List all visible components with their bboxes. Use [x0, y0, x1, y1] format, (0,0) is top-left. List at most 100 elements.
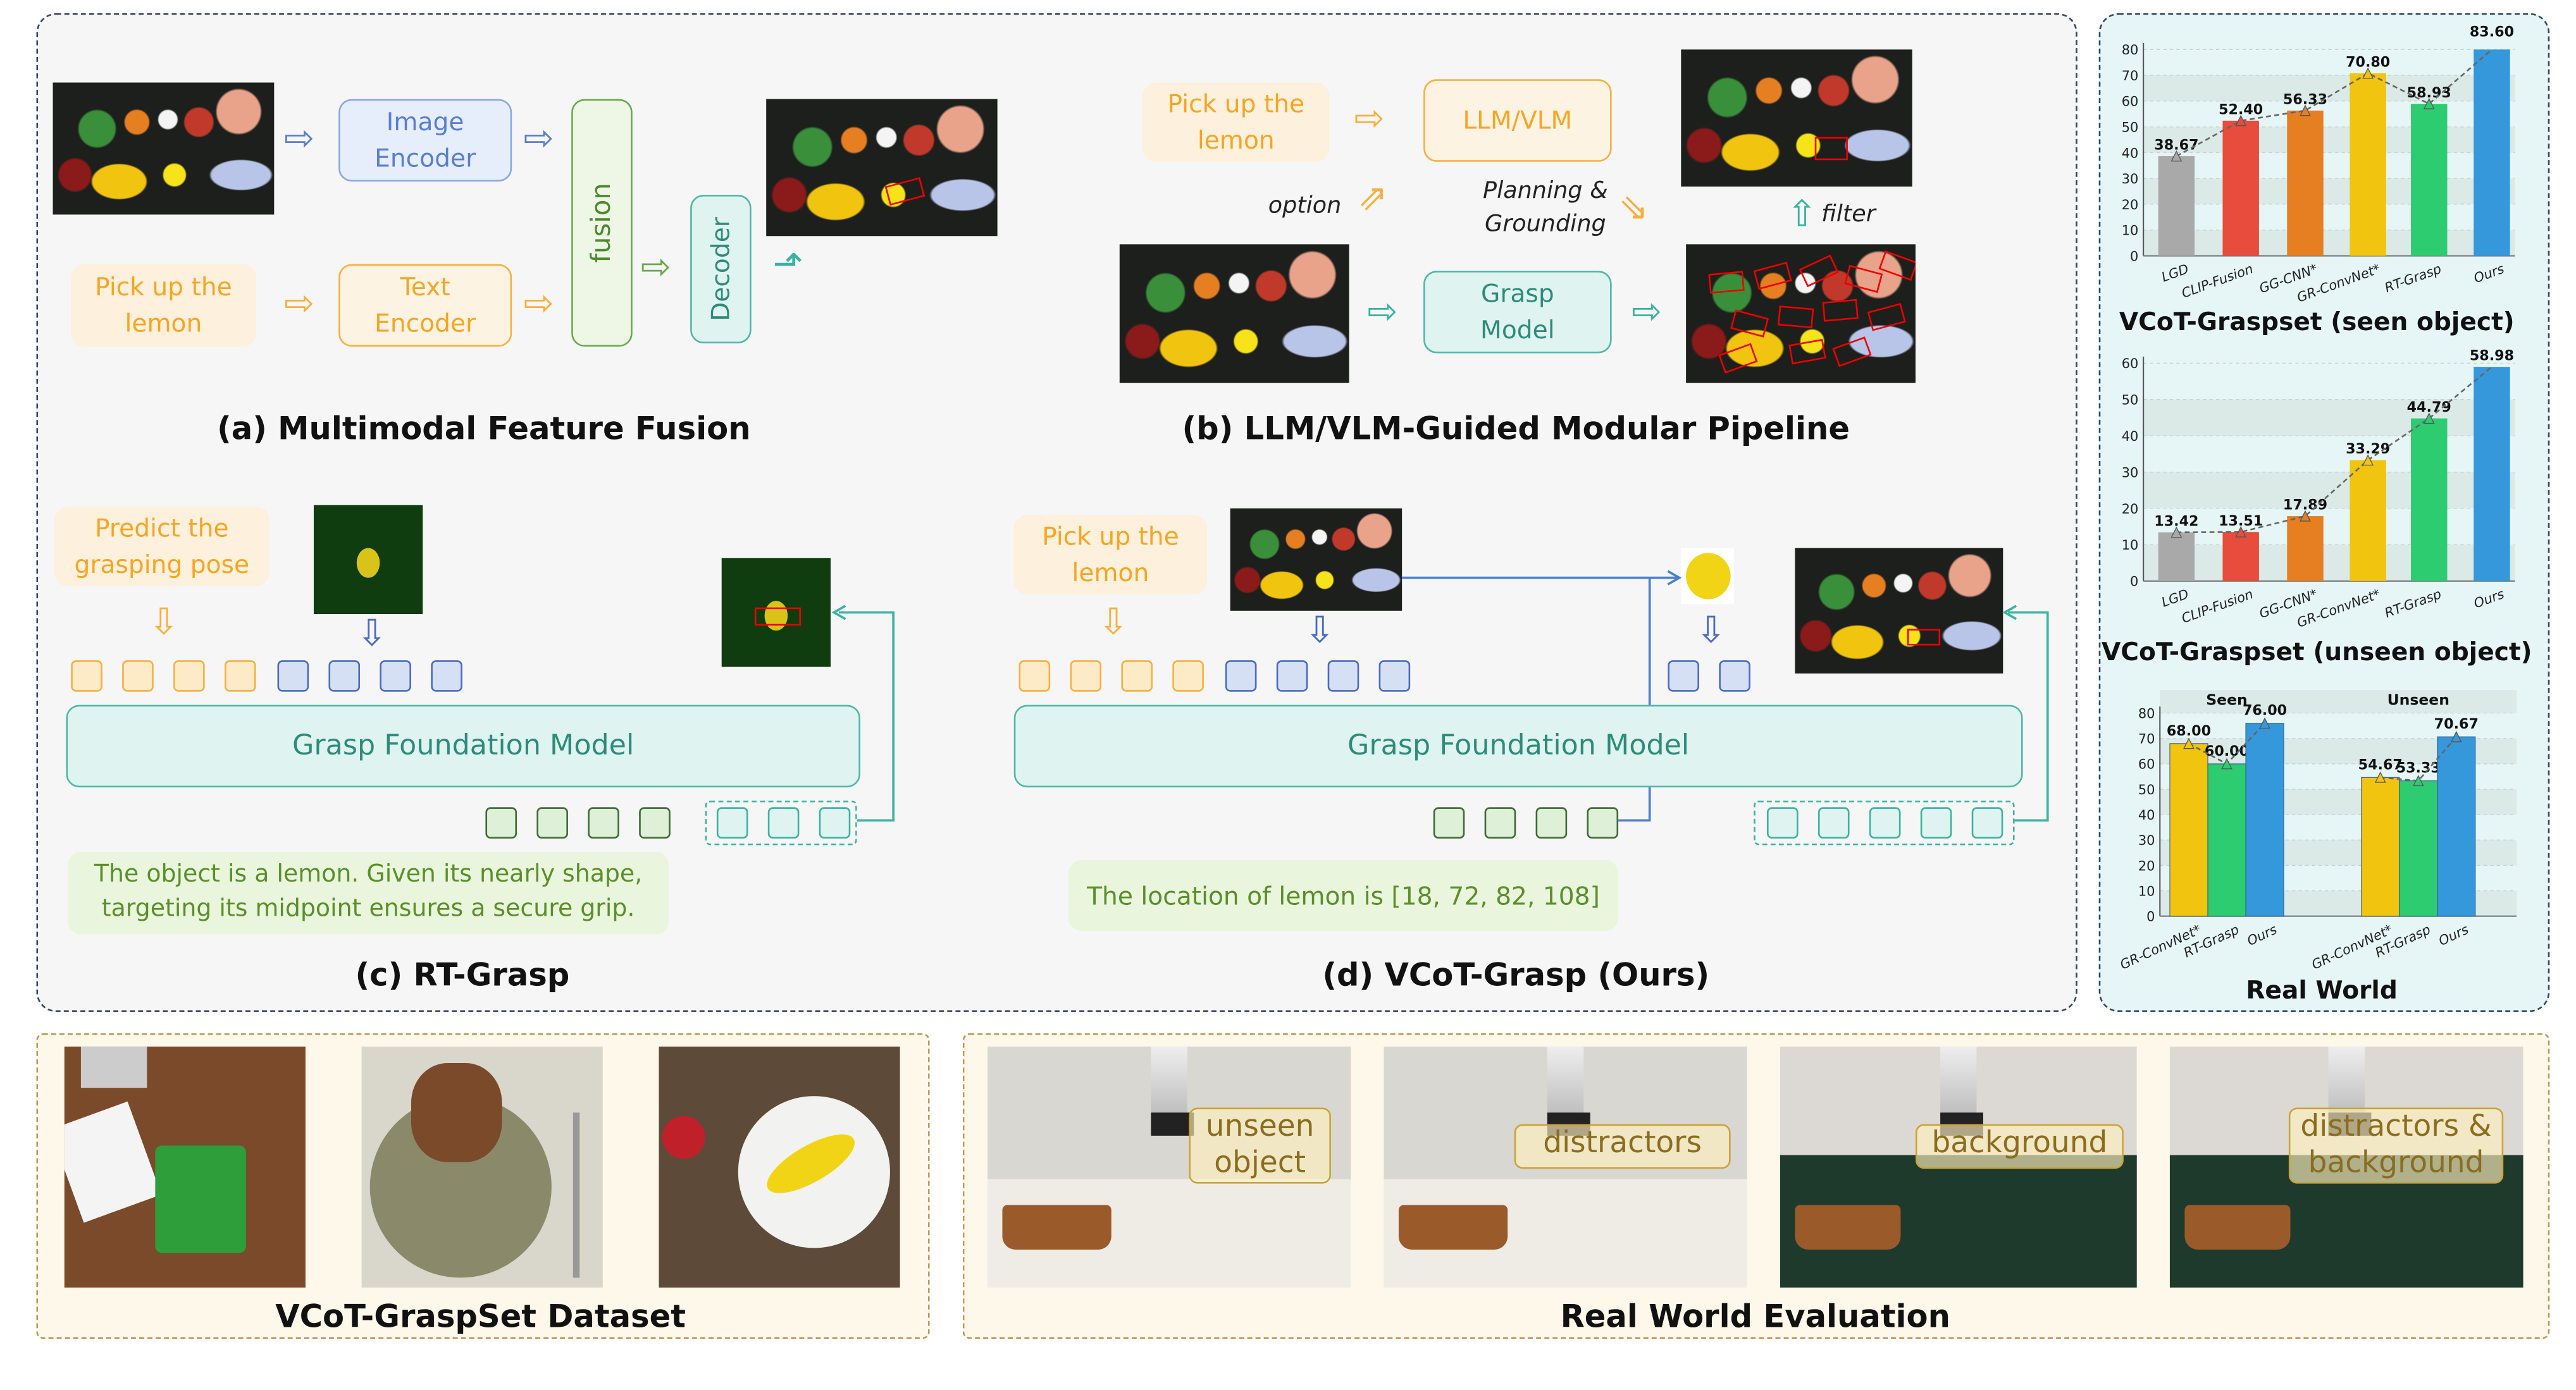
data-label: 76.00 — [2243, 703, 2287, 719]
triangle-marker — [2170, 150, 2183, 162]
x-tick-label: RT-Grasp — [2382, 586, 2443, 621]
triangle-marker — [2221, 758, 2232, 770]
triangle-marker — [2300, 510, 2311, 522]
y-tick-label: 50 — [2138, 782, 2155, 797]
arrow-down-icon: ⇩ — [356, 614, 387, 656]
caption-b: (b) LLM/VLM-Guided Modular Pipeline — [1182, 410, 1850, 448]
arrow-down-right-icon: ⇘ — [1618, 188, 1649, 230]
arrow-down-icon: ⇩ — [148, 602, 180, 644]
input-scene-image — [53, 82, 275, 215]
y-tick-label: 20 — [2138, 858, 2155, 873]
triangle-marker — [2362, 454, 2374, 466]
triangle-marker — [2300, 104, 2311, 116]
bbox-token — [1484, 807, 1516, 839]
caption-d: (d) VCoT-Grasp (Ours) — [1322, 957, 1710, 994]
bar — [2245, 723, 2284, 917]
y-tick-label: 20 — [2122, 501, 2139, 517]
y-tick-label: 30 — [2122, 171, 2139, 187]
bar — [2411, 418, 2448, 581]
arrow-up-right-icon: ⇗ — [1357, 178, 1388, 220]
data-label: 54.67 — [2358, 756, 2403, 773]
arrow-right-icon: ⇨ — [1354, 99, 1385, 140]
grasp-box — [754, 607, 801, 626]
triangle-marker — [2450, 730, 2462, 742]
arrow-right-icon: ⇨ — [283, 118, 315, 161]
bar — [2350, 460, 2386, 581]
bar — [2361, 777, 2400, 917]
arrowhead — [1667, 570, 1682, 586]
text-instruction-box: Pick up the lemon — [1142, 82, 1330, 162]
y-tick-label: 60 — [2138, 757, 2155, 772]
y-tick-label: 10 — [2122, 223, 2139, 238]
y-tick-label: 30 — [2122, 465, 2139, 480]
text-token — [173, 660, 205, 692]
y-tick-label: 30 — [2138, 833, 2155, 848]
lemon-image — [313, 505, 423, 615]
y-tick-label: 70 — [2138, 732, 2155, 747]
group-label: Seen — [2206, 691, 2248, 709]
arrowhead — [2002, 605, 2017, 620]
bar — [2207, 763, 2246, 917]
y-tick-label: 50 — [2122, 393, 2139, 408]
bar — [2474, 49, 2510, 256]
image-token — [1225, 660, 1257, 692]
y-tick-label: 10 — [2138, 883, 2155, 899]
action-token — [1920, 807, 1952, 839]
grasp-foundation-model: Grasp Foundation Model — [66, 704, 860, 788]
arrow-up-icon: ⬏ — [772, 244, 803, 286]
y-tick-label: 40 — [2138, 808, 2155, 823]
x-tick-label: RT-Grasp — [2382, 261, 2443, 296]
y-tick-label: 70 — [2122, 68, 2139, 83]
triangle-marker — [2423, 412, 2435, 424]
llm-vlm-box: LLM/VLM — [1423, 79, 1612, 162]
data-label: 83.60 — [2470, 23, 2514, 40]
output-token-group — [1754, 800, 2015, 846]
grid-band — [2143, 399, 2515, 436]
y-tick-label: 20 — [2122, 197, 2139, 212]
label-distractors: distractors — [1514, 1124, 1731, 1169]
arrow-right-icon: ⇨ — [523, 283, 554, 326]
arrow-down-icon: ⇩ — [1098, 602, 1129, 644]
action-token — [1869, 807, 1901, 839]
image-token — [1378, 660, 1411, 692]
arrow-right-icon: ⇨ — [1631, 292, 1663, 334]
y-tick-label: 50 — [2122, 120, 2139, 135]
bar — [2169, 743, 2208, 917]
grid-band — [2143, 544, 2515, 581]
text-token — [71, 660, 102, 692]
bbox-token — [1535, 807, 1568, 839]
crop-image-token — [1668, 660, 1699, 692]
real-world-caption: Real World Evaluation — [1560, 1299, 1950, 1336]
reasoning-token — [485, 807, 517, 839]
action-token — [1817, 807, 1850, 839]
text-instruction-box: Pick up the lemon — [71, 264, 256, 347]
label-unseen-object: unseen object — [1189, 1107, 1331, 1184]
x-tick-label: LGD — [2160, 261, 2191, 285]
group-label: Unseen — [2387, 691, 2449, 709]
bar — [2222, 532, 2259, 581]
action-token — [716, 807, 748, 839]
y-tick-label: 40 — [2122, 145, 2139, 161]
data-label: 70.67 — [2434, 716, 2479, 732]
triangle-marker — [2170, 526, 2183, 538]
data-label: 60.00 — [2205, 743, 2249, 760]
chart-title: VCoT-Graspset (unseen object) — [2102, 638, 2532, 667]
bar — [2474, 367, 2510, 581]
text-token — [1019, 660, 1051, 692]
lemon-crop-image — [1681, 548, 1734, 605]
bar — [2399, 780, 2438, 917]
action-token — [1971, 807, 2003, 839]
feedback-arrow-c — [839, 611, 895, 822]
image-encoder-box: Image Encoder — [338, 99, 512, 182]
grid-band — [2143, 472, 2515, 508]
arrow-right-icon: ⇨ — [640, 247, 671, 289]
triangle-marker — [2412, 775, 2424, 787]
bar — [2411, 104, 2448, 256]
bar — [2287, 516, 2324, 581]
text-token — [225, 660, 256, 692]
text-token — [1172, 660, 1204, 692]
arrowhead — [831, 605, 846, 620]
grasp-model-box: Grasp Model — [1423, 271, 1612, 354]
all-grasps-image — [1686, 244, 1916, 383]
